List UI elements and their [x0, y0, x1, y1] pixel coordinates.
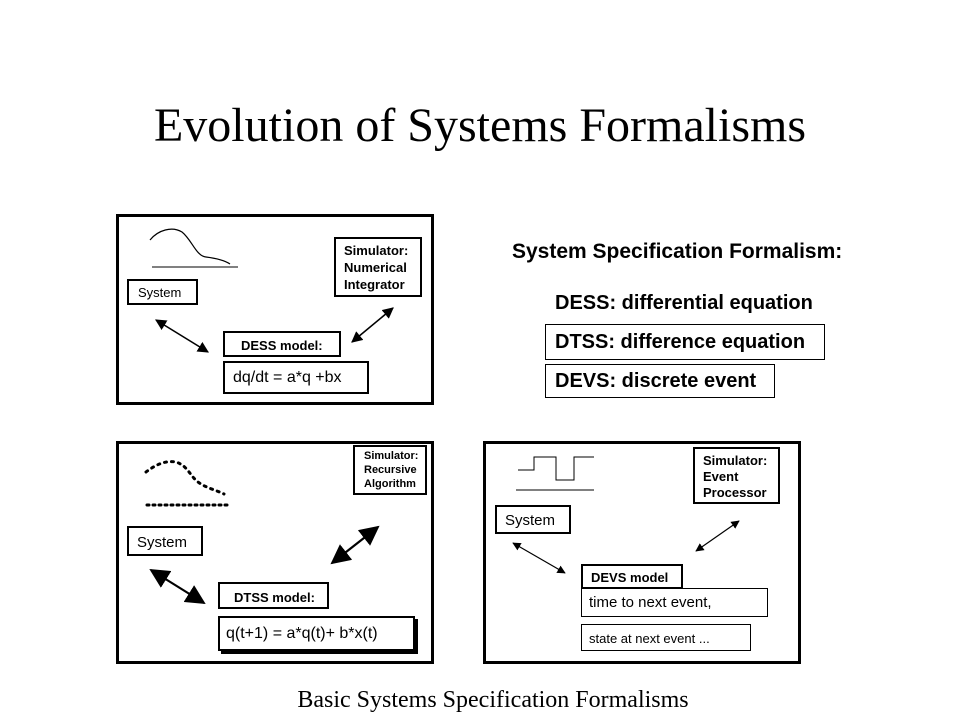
- dess-equation-box: dq/dt = a*q +bx: [223, 361, 369, 394]
- dess-simulator-line-3: Integrator: [344, 277, 405, 292]
- dess-system-box: System: [127, 279, 198, 305]
- dtss-simulator-line-1: Simulator:: [364, 450, 419, 462]
- slide-footer: Basic Systems Specification Formalisms: [297, 687, 689, 713]
- devs-simulator-line-2: Event: [703, 469, 739, 484]
- dess-simulator-line-1: Simulator:: [344, 243, 409, 258]
- spec-dtss-box: [545, 324, 825, 360]
- spec-devs: DEVS: discrete event: [555, 370, 757, 392]
- dess-system-label: System: [138, 285, 182, 300]
- dtss-trajectory-icon: [144, 460, 230, 507]
- dess-simulator-line-2: Numerical: [344, 260, 407, 275]
- dtss-simulator-box: Simulator: Recursive Algorithm: [353, 445, 427, 495]
- devs-simulator-line-3: Processor: [703, 485, 767, 500]
- devs-system-label: System: [505, 512, 556, 529]
- spec-dtss: DTSS: difference equation: [555, 331, 806, 353]
- dtss-simulator-line-3: Algorithm: [364, 478, 416, 490]
- dess-trajectory-icon: [149, 228, 238, 268]
- dtss-model-box: DTSS model:: [218, 582, 329, 609]
- devs-trajectory-icon: [516, 456, 594, 491]
- slide-title: Evolution of Systems Formalisms: [153, 99, 807, 152]
- dtss-equation-box: q(t+1) = a*q(t)+ b*x(t): [218, 616, 415, 651]
- dtss-system-label: System: [137, 534, 188, 551]
- devs-system-model-arrow: [512, 542, 566, 574]
- devs-time-box: time to next event,: [581, 588, 768, 617]
- dess-model-simulator-arrow: [351, 307, 394, 343]
- devs-simulator-line-1: Simulator:: [703, 453, 768, 468]
- dtss-model-simulator-arrow: [330, 525, 380, 565]
- devs-state-box: state at next event ...: [581, 624, 751, 651]
- devs-system-box: System: [495, 505, 571, 534]
- dtss-system-model-arrow: [149, 568, 206, 605]
- dess-model-label: DESS model:: [241, 338, 323, 353]
- spec-devs-box: [545, 364, 775, 398]
- dess-simulator-box: Simulator: Numerical Integrator: [334, 237, 422, 297]
- dtss-system-box: System: [127, 526, 203, 556]
- spec-dess: DESS: differential equation: [555, 292, 813, 314]
- dess-system-model-arrow: [155, 319, 209, 353]
- devs-model-simulator-arrow: [695, 520, 740, 552]
- dess-model-box: DESS model:: [223, 331, 341, 357]
- devs-time-label: time to next event,: [589, 594, 712, 611]
- spec-title: System Specification Formalism:: [512, 240, 843, 263]
- dtss-simulator-line-2: Recursive: [364, 464, 417, 476]
- dtss-equation: q(t+1) = a*q(t)+ b*x(t): [226, 625, 378, 642]
- devs-model-label: DEVS model: [591, 570, 669, 585]
- dtss-model-label: DTSS model:: [234, 590, 315, 605]
- dess-equation: dq/dt = a*q +bx: [233, 369, 342, 386]
- devs-state-label: state at next event ...: [589, 631, 710, 646]
- devs-simulator-box: Simulator: Event Processor: [693, 447, 780, 504]
